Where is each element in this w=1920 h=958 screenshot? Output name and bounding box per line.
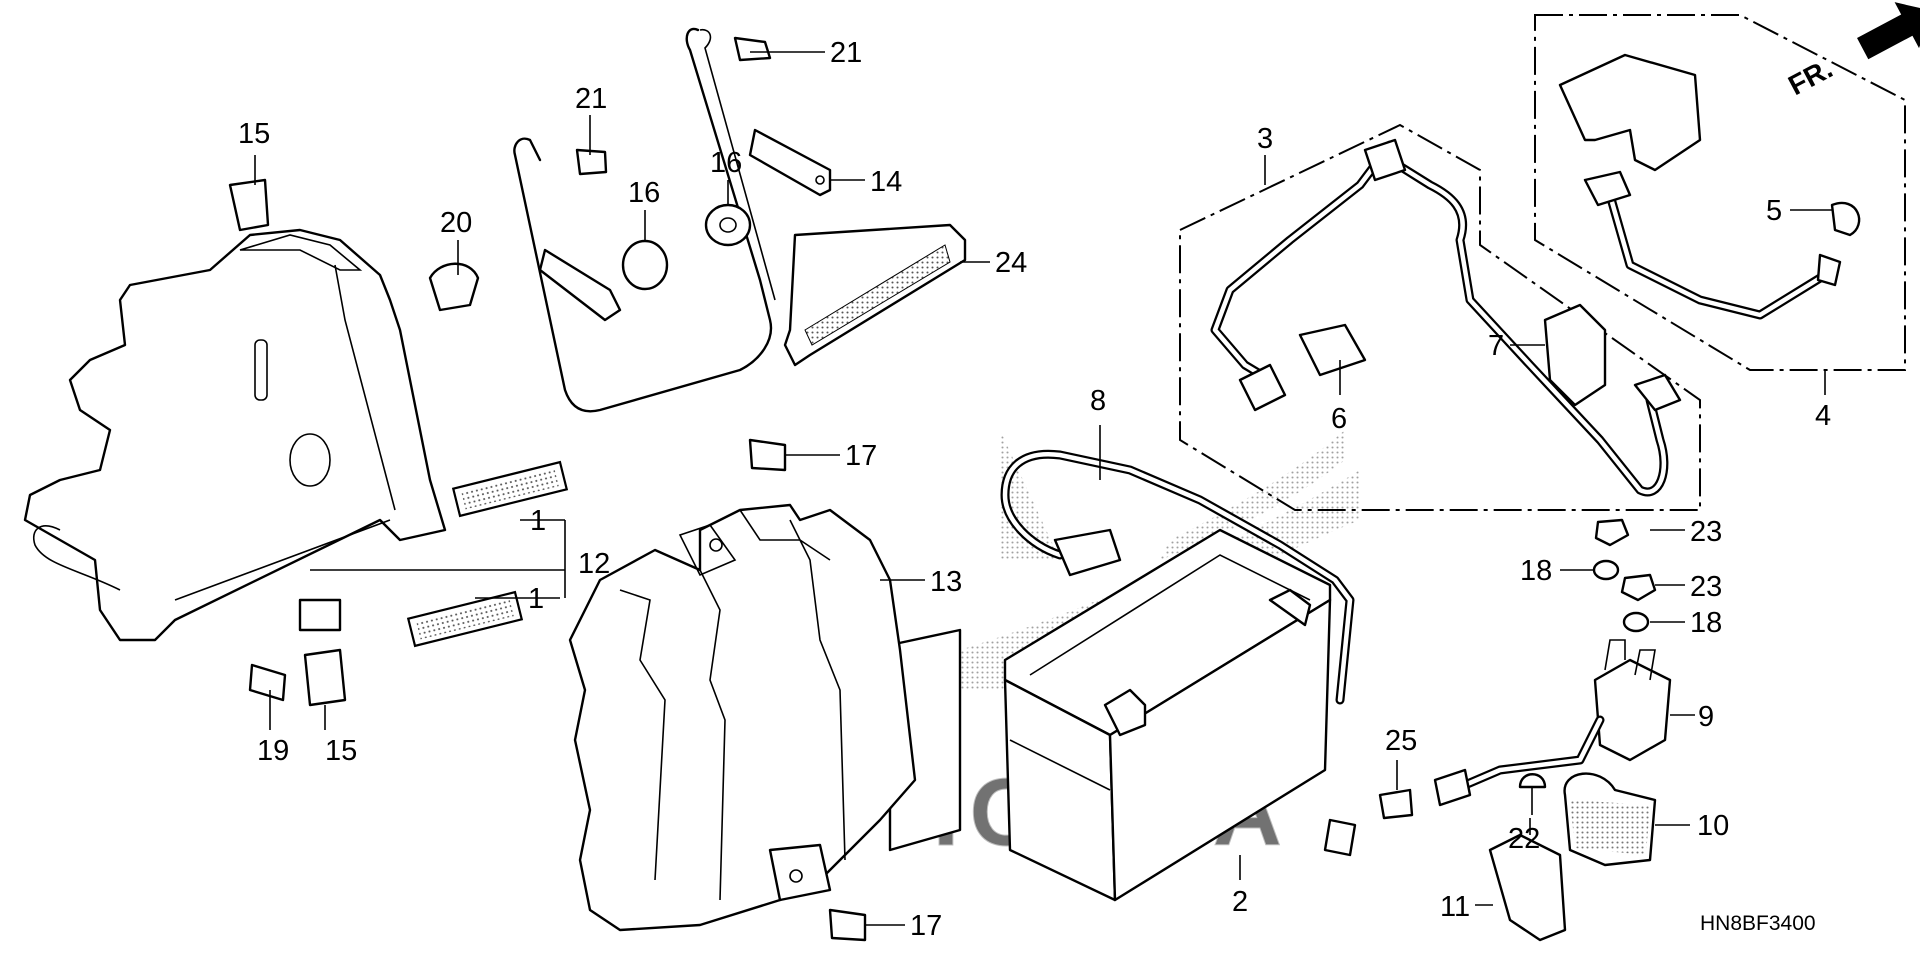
callout-11: 11 (1440, 891, 1470, 923)
leader-lines (254, 51, 1832, 926)
callout-18a: 18 (1520, 555, 1552, 587)
callout-9: 9 (1698, 701, 1714, 733)
negative-cable (1558, 53, 1861, 320)
pad-upper-texture (461, 468, 559, 510)
callout-15b: 15 (325, 735, 357, 767)
fasteners (228, 36, 1657, 942)
callout-21a: 21 (830, 37, 862, 69)
callout-5: 5 (1766, 195, 1782, 227)
callout-19: 19 (257, 735, 289, 767)
callout-3: 3 (1257, 123, 1273, 155)
battery-strap (783, 223, 967, 367)
callout-25: 25 (1385, 725, 1417, 757)
callout-8: 8 (1090, 385, 1106, 417)
callout-7: 7 (1488, 330, 1504, 362)
callout-24: 24 (995, 247, 1027, 279)
callout-10: 10 (1697, 810, 1729, 842)
callout-21b: 21 (575, 83, 607, 115)
cable-box-outline (1534, 14, 1906, 371)
pad-lower-texture (416, 598, 514, 640)
callout-23a: 23 (1690, 516, 1722, 548)
front-direction-arrow: FR. (1783, 2, 1920, 102)
cable-assembly-outline (1179, 123, 1701, 511)
callout-12: 12 (578, 548, 610, 580)
battery (1000, 449, 1357, 902)
callout-13: 13 (930, 566, 962, 598)
positive-cable (1210, 138, 1682, 497)
callout-17b: 17 (910, 910, 942, 942)
callout-1a: 1 (530, 505, 546, 537)
callout-17a: 17 (845, 440, 877, 472)
callout-4: 4 (1815, 400, 1831, 432)
callout-22: 22 (1508, 823, 1540, 855)
callout-16b: 16 (710, 147, 742, 179)
callout-16a: 16 (628, 177, 660, 209)
front-label: FR. (1783, 53, 1837, 102)
starter-relay (1433, 639, 1672, 942)
callout-14: 14 (870, 166, 902, 198)
callout-labels: 1 1 2 3 4 5 6 7 8 9 10 11 12 13 14 15 15… (238, 37, 1831, 942)
callout-15a: 15 (238, 118, 270, 150)
drawing-code: HN8BF3400 (1700, 912, 1816, 935)
callout-6: 6 (1331, 403, 1347, 435)
callout-1b: 1 (528, 583, 544, 615)
callout-18b: 18 (1690, 607, 1722, 639)
callout-23b: 23 (1690, 571, 1722, 603)
callout-20: 20 (440, 207, 472, 239)
battery-case (23, 228, 447, 642)
callout-2: 2 (1232, 886, 1248, 918)
battery-holder-rod (513, 27, 832, 413)
battery-cover (568, 503, 962, 932)
